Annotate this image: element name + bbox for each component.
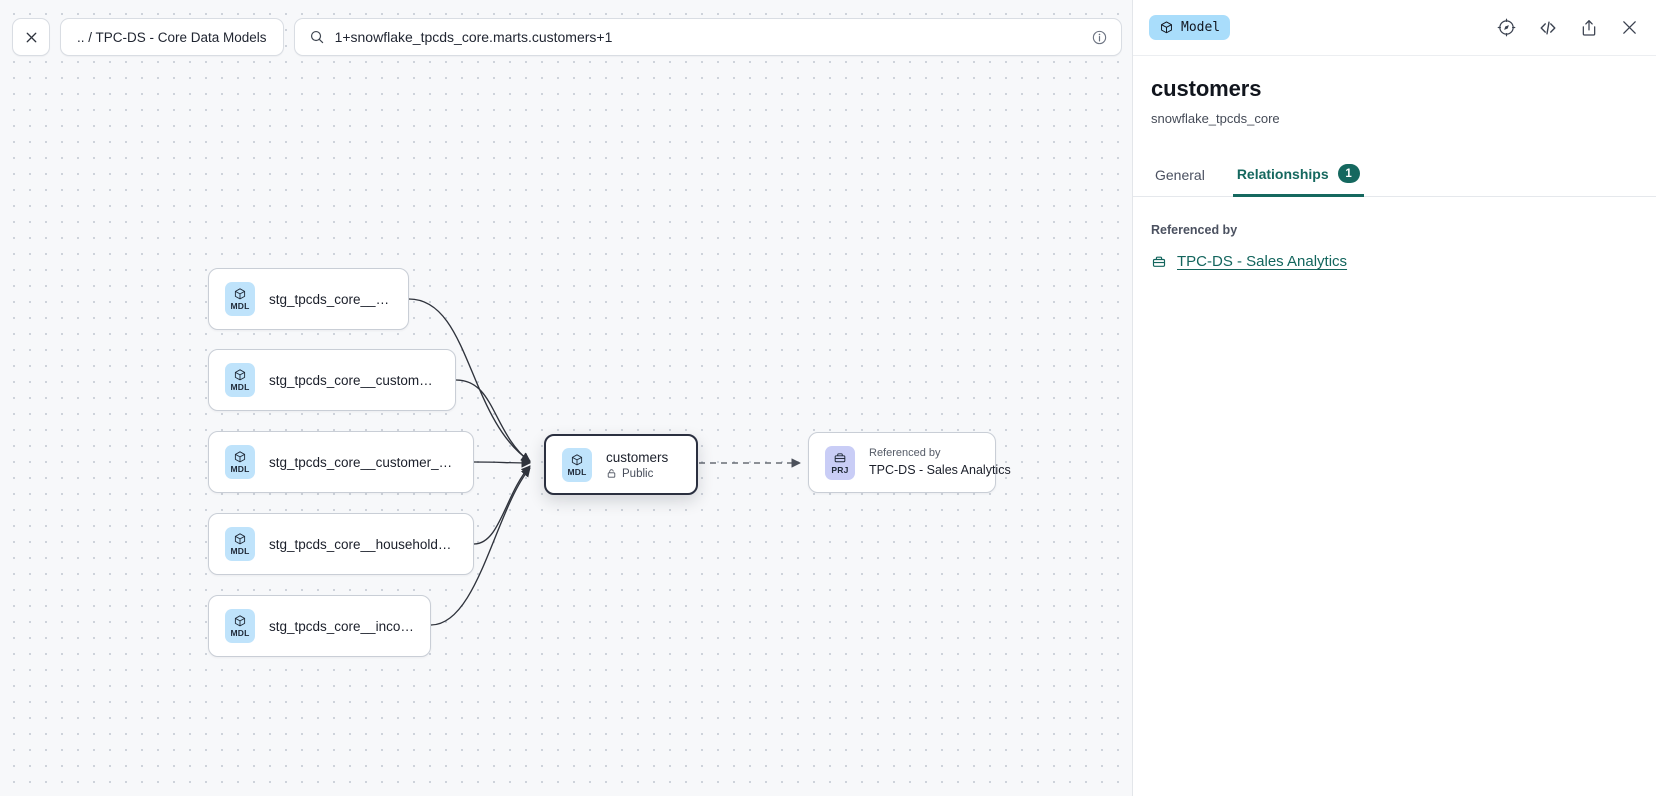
- graph-node-stg-income-band[interactable]: MDL stg_tpcds_core__income_band: [208, 595, 431, 657]
- canvas-toolbar: .. / TPC-DS - Core Data Models: [12, 18, 1132, 56]
- node-badge-mdl: MDL: [225, 609, 255, 643]
- close-icon: [1623, 21, 1636, 34]
- node-title: customers: [606, 449, 669, 465]
- panel-subtitle: snowflake_tpcds_core: [1151, 111, 1280, 126]
- graph-node-project-referenced-by[interactable]: PRJ Referenced by TPC-DS - Sales Analyti…: [808, 432, 1011, 493]
- node-badge-label: PRJ: [831, 464, 849, 475]
- panel-toolbar: Model: [1133, 0, 1656, 56]
- node-body: stg_tpcds_core__income_band: [269, 619, 414, 634]
- node-badge-label: MDL: [230, 464, 250, 475]
- node-badge-label: MDL: [567, 466, 587, 477]
- node-title: stg_tpcds_core__household_demogr…: [269, 536, 457, 552]
- node-body: stg_tpcds_core__customer_demogra…: [269, 455, 457, 470]
- section-label: Referenced by: [1151, 223, 1238, 237]
- node-eyebrow: Referenced by: [869, 446, 941, 459]
- node-title: TPC-DS - Sales Analytics: [869, 462, 1011, 477]
- edge-customer-demographics: [473, 458, 531, 468]
- cube-icon: [234, 288, 246, 300]
- cube-icon: [234, 615, 246, 627]
- node-body: Referenced by TPC-DS - Sales Analytics: [869, 446, 1011, 479]
- node-badge-label: MDL: [230, 382, 250, 393]
- graph-node-stg-customer-demographics[interactable]: MDL stg_tpcds_core__customer_demogra…: [208, 431, 474, 493]
- graph-node-stg-customer[interactable]: MDL stg_tpcds_core__customer: [208, 268, 409, 330]
- details-panel: Model: [1132, 0, 1656, 796]
- code-icon: [1540, 20, 1556, 35]
- node-title: stg_tpcds_core__customer_demogra…: [269, 454, 457, 470]
- node-visibility: Public: [606, 468, 668, 480]
- project-icon: [834, 453, 846, 462]
- node-badge-label: MDL: [230, 301, 250, 312]
- tab-general[interactable]: General: [1151, 159, 1209, 197]
- referenced-by-section: Referenced by TPC-DS - Sales Analytics: [1133, 197, 1656, 270]
- cube-icon: [1161, 21, 1172, 34]
- graph-node-stg-customer-address[interactable]: MDL stg_tpcds_core__customer_address: [208, 349, 456, 411]
- node-title: stg_tpcds_core__customer: [269, 291, 392, 307]
- node-badge-mdl: MDL: [225, 445, 255, 479]
- tab-count-badge: 1: [1337, 164, 1360, 183]
- node-body: customers Public: [606, 450, 668, 480]
- search-icon: [310, 30, 323, 44]
- explore-button[interactable]: [1496, 17, 1517, 38]
- resource-type-chip[interactable]: Model: [1149, 15, 1231, 40]
- resource-type-label: Model: [1181, 20, 1221, 35]
- lock-icon: [607, 469, 616, 478]
- cube-icon: [571, 454, 583, 466]
- list-item[interactable]: TPC-DS - Sales Analytics: [1151, 253, 1638, 270]
- page-title: customers: [1151, 76, 1262, 101]
- cube-icon: [234, 451, 246, 463]
- node-badge-mdl: MDL: [225, 527, 255, 561]
- node-title: stg_tpcds_core__customer_address: [269, 372, 439, 388]
- node-body: stg_tpcds_core__customer: [269, 292, 392, 307]
- node-body: stg_tpcds_core__customer_address: [269, 373, 439, 388]
- node-title: stg_tpcds_core__income_band: [269, 618, 414, 634]
- reference-link[interactable]: TPC-DS - Sales Analytics: [1177, 253, 1348, 270]
- panel-actions: [1496, 17, 1640, 39]
- breadcrumb[interactable]: .. / TPC-DS - Core Data Models: [60, 18, 284, 56]
- share-icon: [1582, 19, 1596, 36]
- lineage-search-bar[interactable]: [293, 18, 1122, 56]
- project-icon: [1152, 256, 1166, 267]
- node-badge-mdl: MDL: [225, 282, 255, 316]
- cube-icon: [234, 533, 246, 545]
- node-badge-label: MDL: [230, 546, 250, 557]
- close-lineage-button[interactable]: [12, 18, 50, 56]
- search-input[interactable]: [334, 29, 1081, 45]
- tab-label: General: [1155, 167, 1205, 183]
- node-badge-mdl: MDL: [225, 363, 255, 397]
- node-badge-label: MDL: [230, 628, 250, 639]
- reference-list: TPC-DS - Sales Analytics: [1151, 253, 1638, 270]
- explore-icon: [1497, 18, 1516, 37]
- view-code-button[interactable]: [1537, 17, 1559, 39]
- node-visibility-label: Public: [622, 467, 654, 480]
- cube-icon: [234, 369, 246, 381]
- close-icon: [26, 32, 36, 42]
- node-badge-prj: PRJ: [825, 445, 855, 480]
- tab-label: Relationships: [1236, 165, 1329, 182]
- node-body: stg_tpcds_core__household_demogr…: [269, 537, 457, 552]
- close-panel-button[interactable]: [1619, 17, 1640, 38]
- share-button[interactable]: [1579, 18, 1599, 38]
- info-circle-icon[interactable]: [1091, 29, 1108, 46]
- graph-node-customers-selected[interactable]: MDL customers Public: [544, 434, 698, 495]
- panel-tabs: General Relationships 1: [1133, 156, 1656, 197]
- graph-node-stg-household-demographics[interactable]: MDL stg_tpcds_core__household_demogr…: [208, 513, 474, 575]
- panel-header: customers snowflake_tpcds_core: [1133, 56, 1656, 126]
- edge-household-demographics: [473, 465, 531, 545]
- tab-relationships[interactable]: Relationships 1: [1232, 156, 1364, 197]
- graph-edges: [408, 298, 801, 626]
- graph-canvas[interactable]: .. / TPC-DS - Core Data Models: [0, 0, 1132, 796]
- node-badge-mdl: MDL: [562, 447, 592, 482]
